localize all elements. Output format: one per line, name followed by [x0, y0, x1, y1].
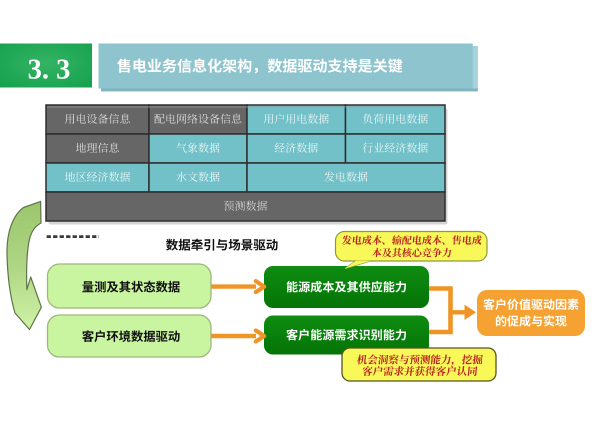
svg-text:3. 3: 3. 3: [28, 55, 71, 86]
